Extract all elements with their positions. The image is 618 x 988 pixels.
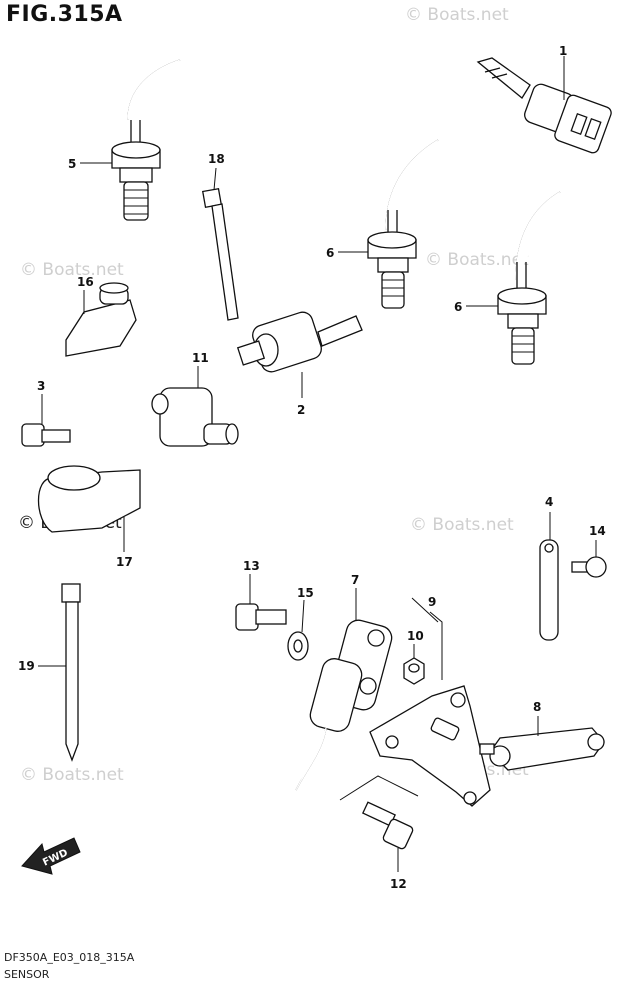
callout-18: 18	[208, 152, 225, 166]
watermark-text: © Boats.net	[410, 515, 514, 535]
callout-9: 9	[428, 595, 436, 609]
part-13-bolt	[235, 603, 287, 631]
watermark-text: © Boats.net	[405, 5, 509, 25]
callout-3: 3	[37, 379, 45, 393]
callout-1: 1	[559, 44, 567, 58]
callout-14: 14	[589, 524, 606, 538]
part-6-sensor-a	[367, 139, 439, 309]
part-3-bolt	[21, 423, 71, 447]
callout-2: 2	[297, 403, 305, 417]
part-10-nut	[403, 657, 425, 685]
callout-6b: 6	[454, 300, 462, 314]
callout-8: 8	[533, 700, 541, 714]
part-5-thread	[124, 189, 148, 215]
part-19-cable-tie	[61, 583, 81, 762]
callout-4: 4	[545, 495, 553, 509]
callout-12: 12	[390, 877, 407, 891]
part-6b-thread	[512, 335, 534, 353]
callout-5: 5	[68, 157, 76, 171]
callout-labels: 1 2 3 4 5 6 6 7 8 9 10 11 12 13 14 15 16…	[18, 44, 606, 891]
watermarks: © Boats.net © Boats.net © Boats.net © Bo…	[18, 5, 529, 785]
figure-title: FIG.315A	[6, 2, 123, 27]
callout-16: 16	[77, 275, 94, 289]
callout-11: 11	[192, 351, 209, 365]
watermark-text: © Boats.net	[20, 765, 124, 785]
callout-7: 7	[351, 573, 359, 587]
callout-15: 15	[297, 586, 314, 600]
watermark-text: © Boats.net	[20, 260, 124, 280]
part-2-knock-sensor	[236, 311, 363, 373]
part-15-washer	[287, 631, 309, 661]
part-8-lever	[479, 727, 605, 771]
part-7-sensor	[295, 619, 393, 791]
part-4-bracket	[539, 539, 559, 641]
fwd-arrow: FWD	[21, 837, 81, 875]
callout-19: 19	[18, 659, 35, 673]
part-6a-thread	[382, 279, 404, 297]
diagram-code: DF350A_E03_018_315A	[4, 951, 135, 964]
callout-10: 10	[407, 629, 424, 643]
part-12-bolt	[362, 801, 414, 850]
part-5-sensor	[111, 59, 181, 221]
section-name: SENSOR	[4, 968, 50, 981]
part-14-screw	[571, 556, 607, 578]
callout-6a: 6	[326, 246, 334, 260]
callout-13: 13	[243, 559, 260, 573]
part-17-clamp	[37, 465, 141, 533]
part-16-clip	[65, 282, 137, 357]
watermark-text: © Boats.net	[425, 250, 529, 270]
part-11-switch	[151, 387, 239, 447]
part-6-sensor-b	[497, 191, 561, 365]
part-18-cable-tie	[201, 187, 239, 321]
part-1-connector-sensor	[476, 57, 612, 154]
callout-17: 17	[116, 555, 133, 569]
part-9-bracket	[369, 685, 491, 807]
